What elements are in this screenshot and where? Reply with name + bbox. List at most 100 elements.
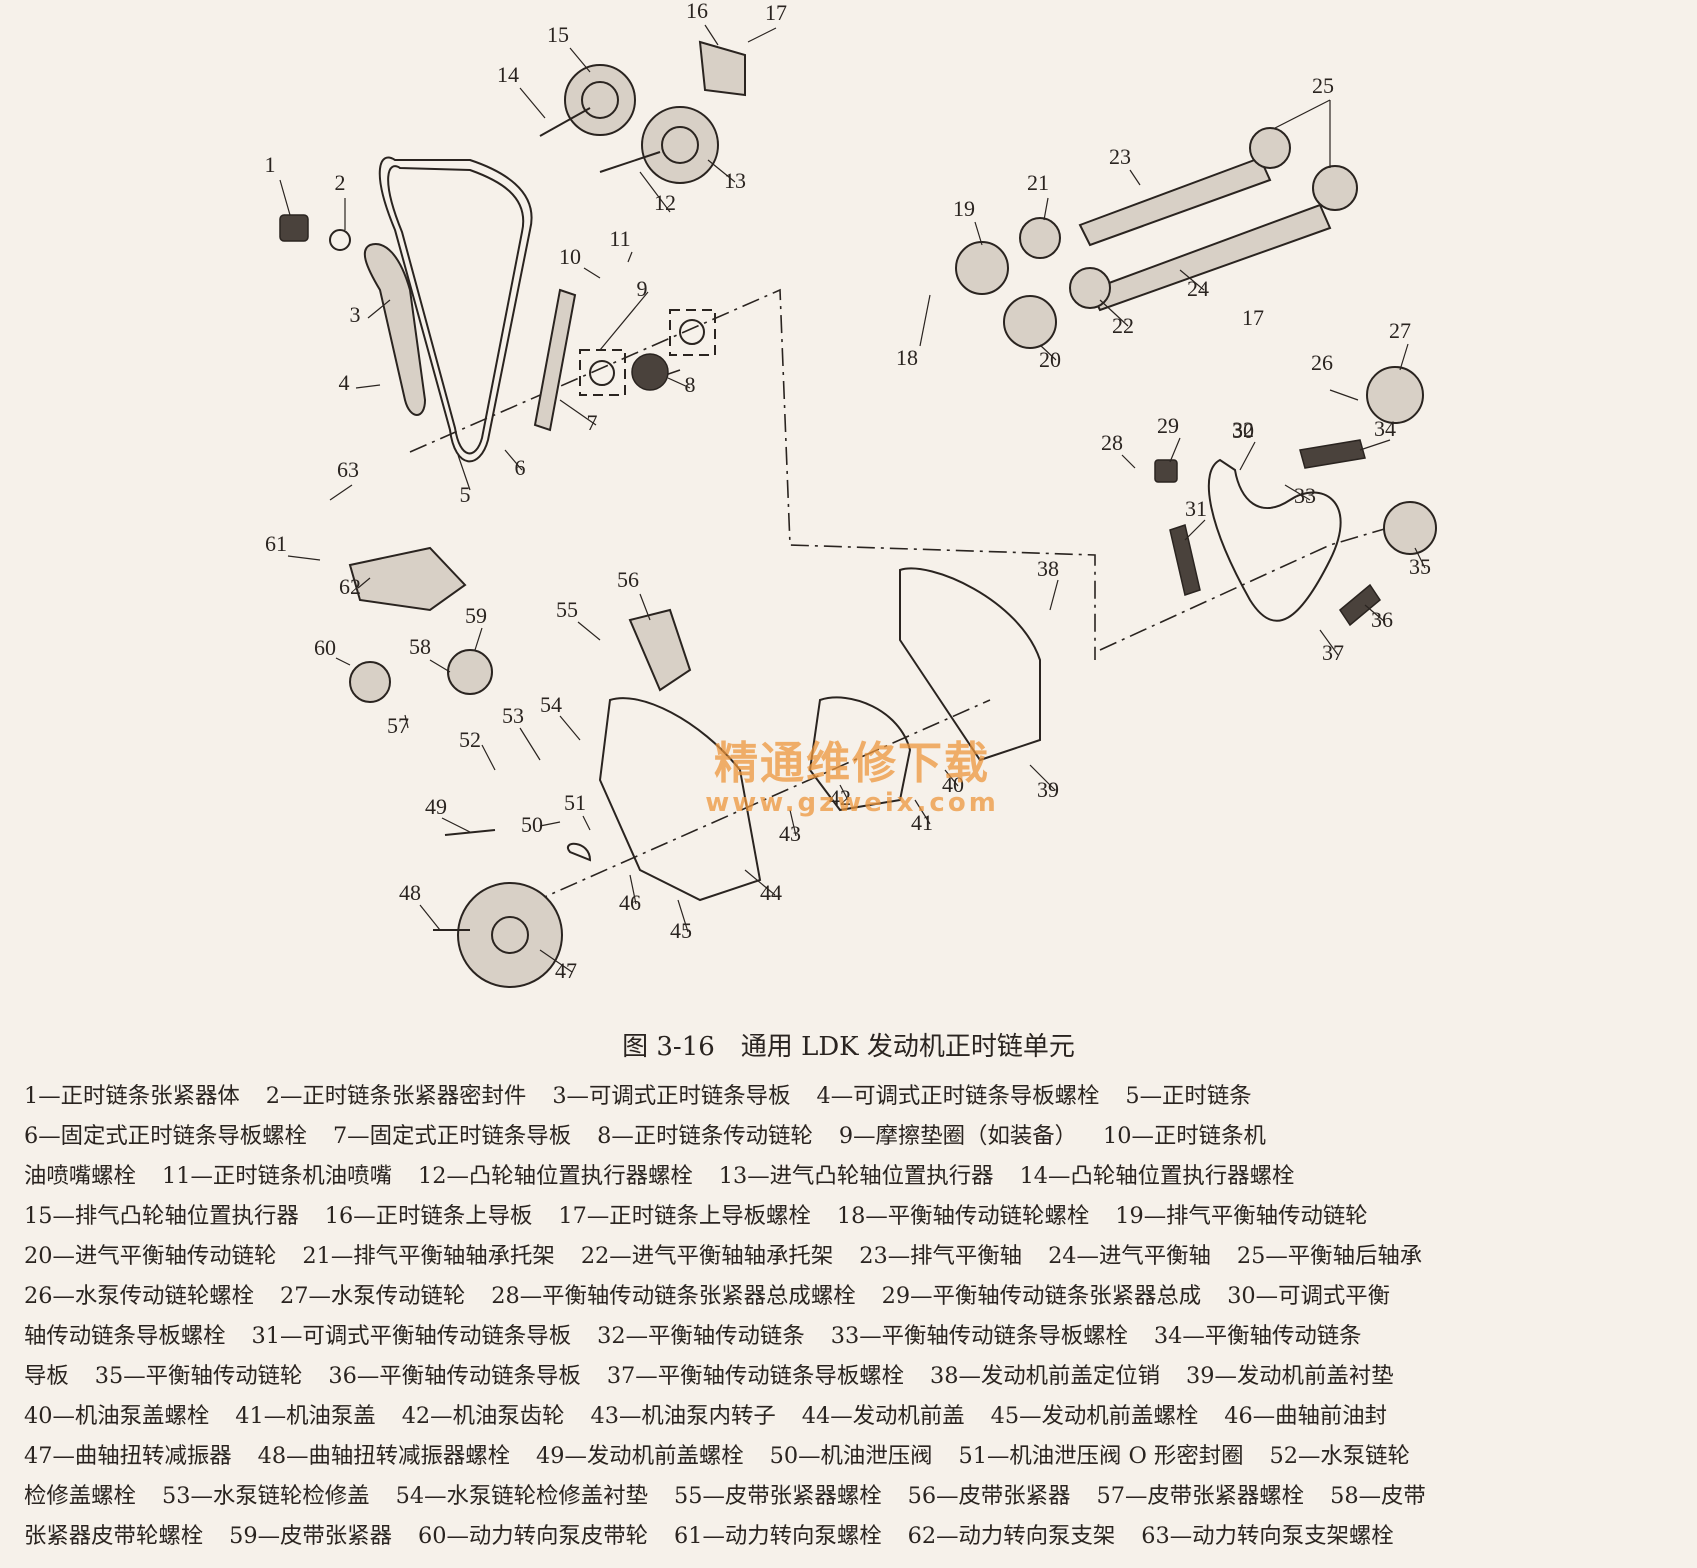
legend-item: 55—皮带张紧器螺栓 bbox=[673, 1483, 882, 1509]
legend-item: 43—机油泵内转子 bbox=[590, 1403, 776, 1429]
callout-26: 26 bbox=[1311, 350, 1333, 375]
bs-chain-shape bbox=[1207, 458, 1342, 622]
leader-line-29 bbox=[1121, 454, 1136, 469]
leader-line-1 bbox=[279, 179, 291, 216]
legend-item: 27—水泵传动链轮 bbox=[280, 1283, 466, 1309]
leader-line-22 bbox=[1099, 299, 1129, 327]
front-cover-gasket-shape bbox=[899, 567, 1041, 762]
bs-guide-shape bbox=[1299, 439, 1366, 469]
legend-item: 6—固定式正时链条导板螺栓 bbox=[24, 1123, 307, 1149]
leader-line-8 bbox=[667, 377, 691, 389]
callout-12: 12 bbox=[654, 190, 676, 215]
legend-item: 44—发动机前盖 bbox=[801, 1403, 965, 1429]
legend-item: 12—凸轮轴位置执行器螺栓 bbox=[417, 1163, 693, 1189]
callout-45: 45 bbox=[670, 918, 692, 943]
leader-line-47 bbox=[539, 949, 573, 973]
leader-line-49 bbox=[441, 817, 471, 833]
legend-item: 59—皮带张紧器 bbox=[229, 1523, 392, 1549]
legend-item: 28—平衡轴传动链条张紧器总成螺栓 bbox=[491, 1283, 856, 1309]
legend-item: 39—发动机前盖衬垫 bbox=[1186, 1363, 1394, 1389]
callout-18: 18 bbox=[896, 345, 918, 370]
legend-item: 7—固定式正时链条导板 bbox=[332, 1123, 572, 1149]
leader-line-9 bbox=[599, 291, 649, 351]
ps-bracket-shape bbox=[348, 546, 467, 612]
legend-item: 18—平衡轴传动链轮螺栓 bbox=[836, 1203, 1090, 1229]
callout-8: 8 bbox=[685, 372, 696, 397]
legend-item: 48—曲轴扭转减振器螺栓 bbox=[257, 1443, 511, 1469]
callout-20: 20 bbox=[1039, 347, 1061, 372]
legend-item: 14—凸轮轴位置执行器螺栓 bbox=[1019, 1163, 1295, 1189]
balance-shaft-group bbox=[955, 127, 1358, 349]
callout-11: 11 bbox=[609, 226, 630, 251]
callout-42: 42 bbox=[829, 785, 851, 810]
intake-phaser-shape bbox=[641, 106, 719, 184]
callout-31: 31 bbox=[1185, 496, 1207, 521]
leader-line-54 bbox=[559, 715, 581, 741]
legend-item: 23—排气平衡轴 bbox=[859, 1243, 1023, 1269]
leader-line-61 bbox=[287, 555, 321, 561]
legend-item: 8—正时链条传动链轮 bbox=[597, 1123, 813, 1149]
callout-50: 50 bbox=[521, 812, 543, 837]
leader-line-13 bbox=[707, 159, 736, 183]
legend-item: 60—动力转向泵皮带轮 bbox=[417, 1523, 648, 1549]
legend-item: 47—曲轴扭转减振器 bbox=[24, 1443, 232, 1469]
legend-item: 41—机油泵盖 bbox=[235, 1403, 376, 1429]
leader-line-51 bbox=[582, 815, 591, 831]
legend-item: 25—平衡轴后轴承 bbox=[1236, 1243, 1423, 1269]
leader-line-23 bbox=[1129, 169, 1141, 186]
legend-item: 13—进气凸轮轴位置执行器 bbox=[718, 1163, 994, 1189]
leader-line-53 bbox=[519, 727, 541, 761]
legend-item: 1—正时链条张紧器体 bbox=[24, 1083, 240, 1109]
legend-item: 53—水泵链轮检修盖 bbox=[161, 1483, 370, 1509]
legend-item: 49—发动机前盖螺栓 bbox=[536, 1443, 744, 1469]
callout-49: 49 bbox=[425, 794, 447, 819]
legend-item: 轴传动链条导板螺栓 bbox=[24, 1323, 226, 1349]
legend-item: 26—水泵传动链轮螺栓 bbox=[24, 1283, 255, 1309]
leader-line-19 bbox=[974, 221, 983, 246]
callout-13: 13 bbox=[724, 168, 746, 193]
ps-pulley-shape bbox=[349, 661, 391, 703]
callout-43: 43 bbox=[779, 821, 801, 846]
legend-item: 检修盖螺栓 bbox=[24, 1483, 136, 1509]
legend-item: 50—机油泄压阀 bbox=[769, 1443, 933, 1469]
legend-item: 15—排气凸轮轴位置执行器 bbox=[24, 1203, 299, 1229]
leader-line-31 bbox=[1184, 519, 1206, 541]
leader-line-33 bbox=[1284, 484, 1311, 501]
callout-25: 25 bbox=[1312, 73, 1334, 98]
balance-shaft-chain-group bbox=[1154, 366, 1437, 627]
crank-sprocket-shape bbox=[631, 353, 669, 391]
legend-item: 24—进气平衡轴 bbox=[1048, 1243, 1211, 1269]
leader-line-3 bbox=[367, 299, 391, 319]
legend-item: 62—动力转向泵支架 bbox=[907, 1523, 1116, 1549]
timing-chain-shape bbox=[378, 156, 533, 463]
adjustable-guide-shape bbox=[363, 243, 427, 416]
leader-line-34 bbox=[1359, 439, 1391, 451]
leader-line-35 bbox=[1414, 547, 1426, 569]
legend-item: 37—平衡轴传动链条导板螺栓 bbox=[606, 1363, 904, 1389]
primary-timing-chain-group bbox=[279, 40, 746, 463]
callout-57: 57 bbox=[387, 713, 409, 738]
exhaust-balance-shaft-shape bbox=[1078, 156, 1272, 247]
leader-line-17 bbox=[747, 27, 777, 43]
legend-item: 57—皮带张紧器螺栓 bbox=[1096, 1483, 1305, 1509]
callout-7: 7 bbox=[587, 410, 598, 435]
callout-35: 35 bbox=[1409, 554, 1431, 579]
callout-17: 17 bbox=[765, 0, 787, 25]
extra-callout-17: 17 bbox=[1242, 305, 1264, 330]
intake-bs-sprocket-shape bbox=[1003, 295, 1057, 349]
legend-item: 张紧器皮带轮螺栓 bbox=[24, 1523, 204, 1549]
front-cover-group bbox=[348, 546, 1041, 988]
legend-item: 58—皮带 bbox=[1330, 1483, 1426, 1509]
tensioner-seal-shape bbox=[329, 229, 351, 251]
legend-item: 32—平衡轴传动链条 bbox=[597, 1323, 805, 1349]
callout-46: 46 bbox=[619, 890, 641, 915]
callout-24: 24 bbox=[1187, 276, 1209, 301]
callout-21: 21 bbox=[1027, 170, 1049, 195]
legend-row: 47—曲轴扭转减振器 48—曲轴扭转减振器螺栓 49—发动机前盖螺栓 50—机油泄压阀… bbox=[24, 1436, 1676, 1476]
legend-item: 5—正时链条 bbox=[1125, 1083, 1252, 1109]
water-pump-sprocket-shape bbox=[1366, 366, 1424, 424]
leader-line-52 bbox=[481, 744, 496, 771]
